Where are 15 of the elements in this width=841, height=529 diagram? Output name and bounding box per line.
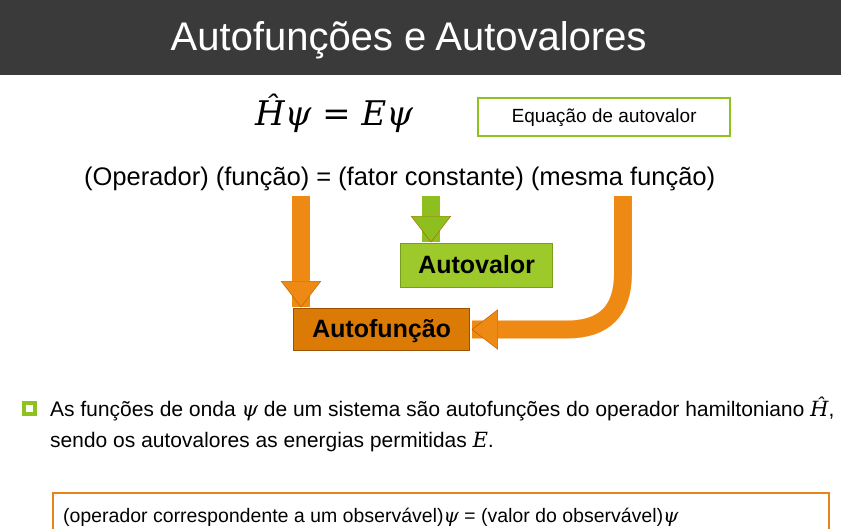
equation-term: (função) <box>216 163 310 192</box>
title: Autofunções e Autovalores <box>170 15 646 60</box>
eigenvalue-equation: Ĥψ = Eψ <box>255 94 413 134</box>
block-arrow <box>280 196 322 308</box>
equation-term: (Operador) <box>84 163 209 192</box>
paragraph: As funções de onda ψ de um sistema são autofunções do operador hamiltoniano Ĥ, sendo os autovalores as energias permitidas E. <box>50 396 836 454</box>
block-arrow <box>410 196 452 242</box>
block-arrow <box>472 196 632 350</box>
formula-box: (operador correspondente a um observável)ψ = (valor do observável)ψ <box>52 492 830 529</box>
label-box: Autofunção <box>293 308 470 351</box>
callout-box: Equação de autovalor <box>477 97 731 137</box>
equals-sign: = <box>316 163 332 192</box>
label-box: Autovalor <box>400 243 553 288</box>
equation-term: (mesma função) <box>530 163 716 192</box>
equation-term: (fator constante) <box>338 163 524 192</box>
